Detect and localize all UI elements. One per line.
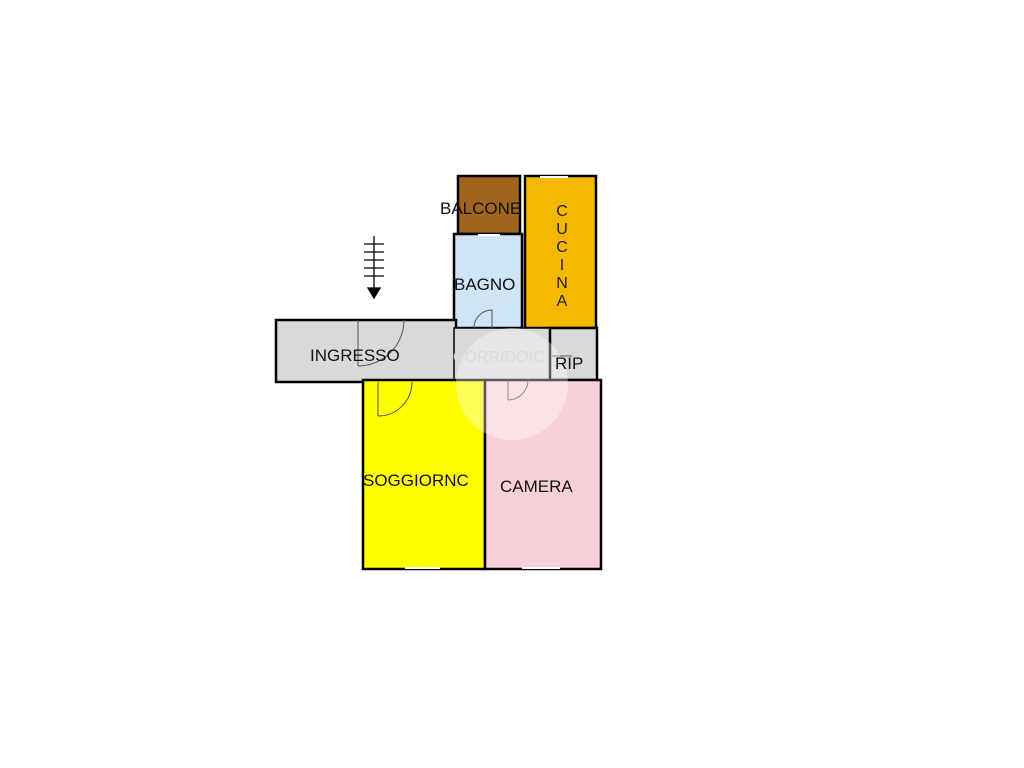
label-cucina-letter: I <box>560 257 566 274</box>
room-camera <box>483 378 603 571</box>
door-camera <box>507 379 529 401</box>
door-soggiorno <box>377 381 413 417</box>
label-balcone: BALCONE <box>440 199 521 218</box>
label-rip: RIP <box>555 354 583 373</box>
stairs-arrow-icon <box>364 236 384 300</box>
label-cucina-letter: A <box>557 293 570 310</box>
door-bagno <box>473 309 493 329</box>
door-swings <box>357 309 572 417</box>
label-cucina-letter: C <box>556 203 570 220</box>
label-corridoio: CORRIDOIC <box>453 349 545 366</box>
label-ingresso: INGRESSO <box>310 346 400 365</box>
label-cucina-letter: N <box>556 275 570 292</box>
window-marks <box>405 176 568 569</box>
watermark-circle <box>456 328 568 440</box>
label-cucina-letter: C <box>556 239 570 256</box>
label-bagno: BAGNO <box>454 275 515 294</box>
label-cucina-letter: U <box>556 221 570 238</box>
label-soggiorno: SOGGIORNC <box>363 471 469 490</box>
label-camera: CAMERA <box>500 477 573 496</box>
room-cucina <box>523 174 598 330</box>
room-rip <box>548 326 599 382</box>
door-ingresso <box>357 319 405 367</box>
